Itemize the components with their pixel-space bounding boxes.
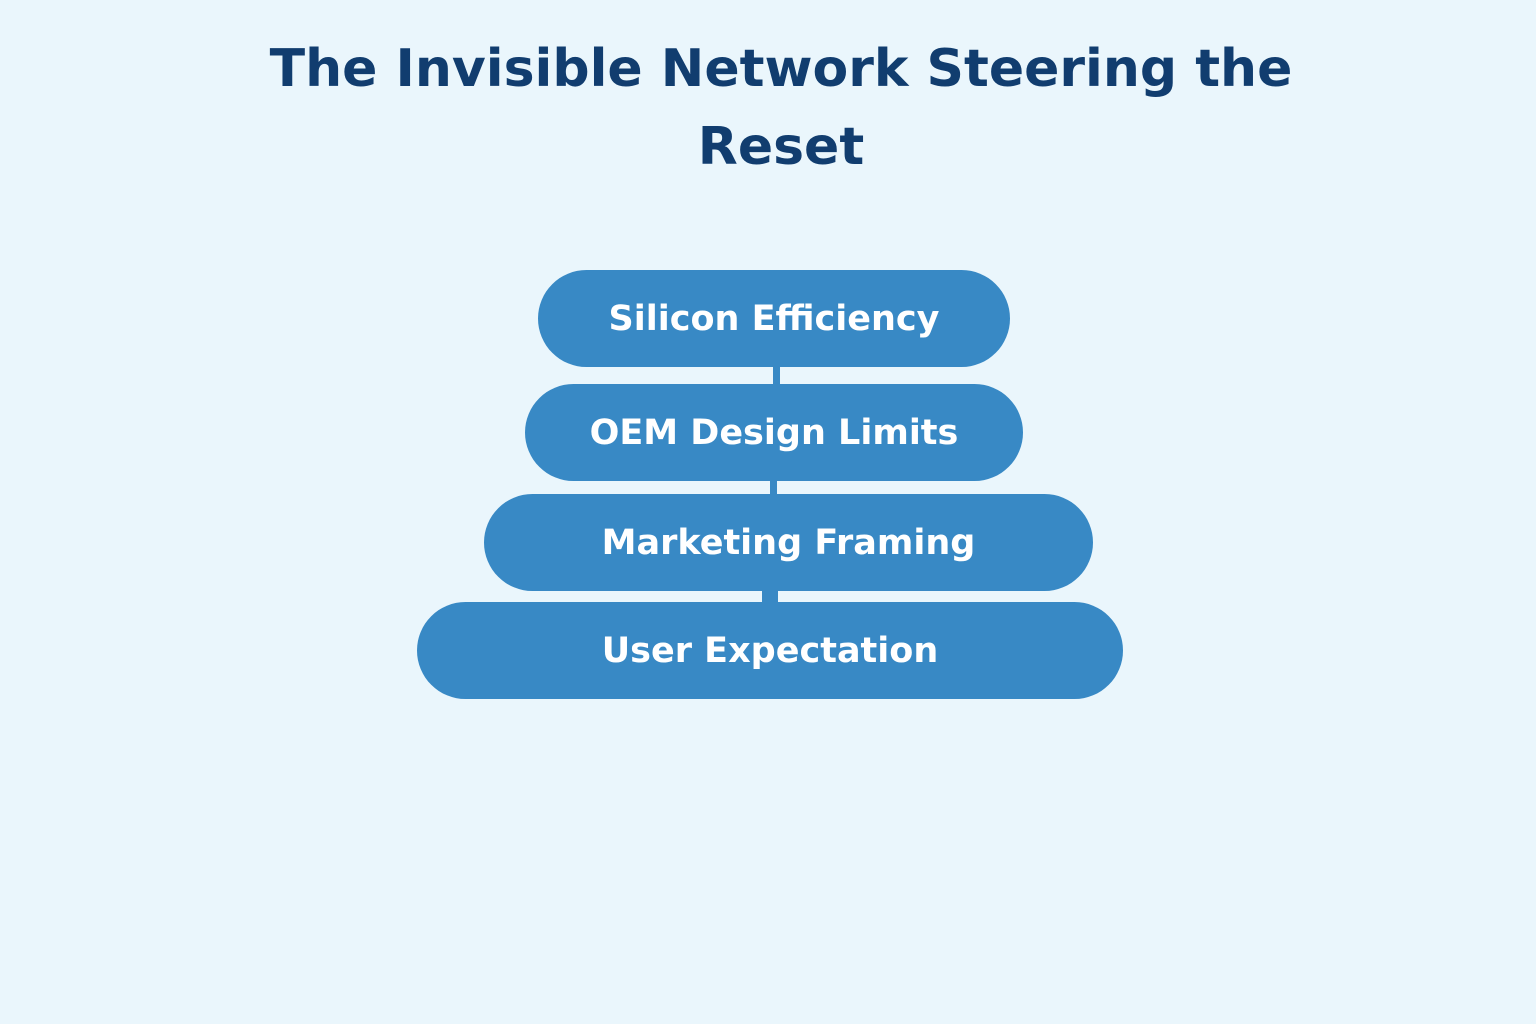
layer-user-expectation: User Expectation <box>417 602 1123 699</box>
layer-label: Marketing Framing <box>601 522 976 563</box>
layer-oem-design-limits: OEM Design Limits <box>525 384 1023 481</box>
layer-marketing-framing: Marketing Framing <box>484 494 1093 591</box>
layer-label: User Expectation <box>601 630 939 671</box>
connector <box>770 480 777 495</box>
diagram-title: The Invisible Network Steering the Reset <box>269 39 1293 177</box>
connector <box>762 590 778 603</box>
connector <box>773 366 780 385</box>
layer-label: Silicon Efficiency <box>608 298 940 339</box>
layer-silicon-efficiency: Silicon Efficiency <box>538 270 1010 367</box>
layer-label: OEM Design Limits <box>589 412 959 453</box>
